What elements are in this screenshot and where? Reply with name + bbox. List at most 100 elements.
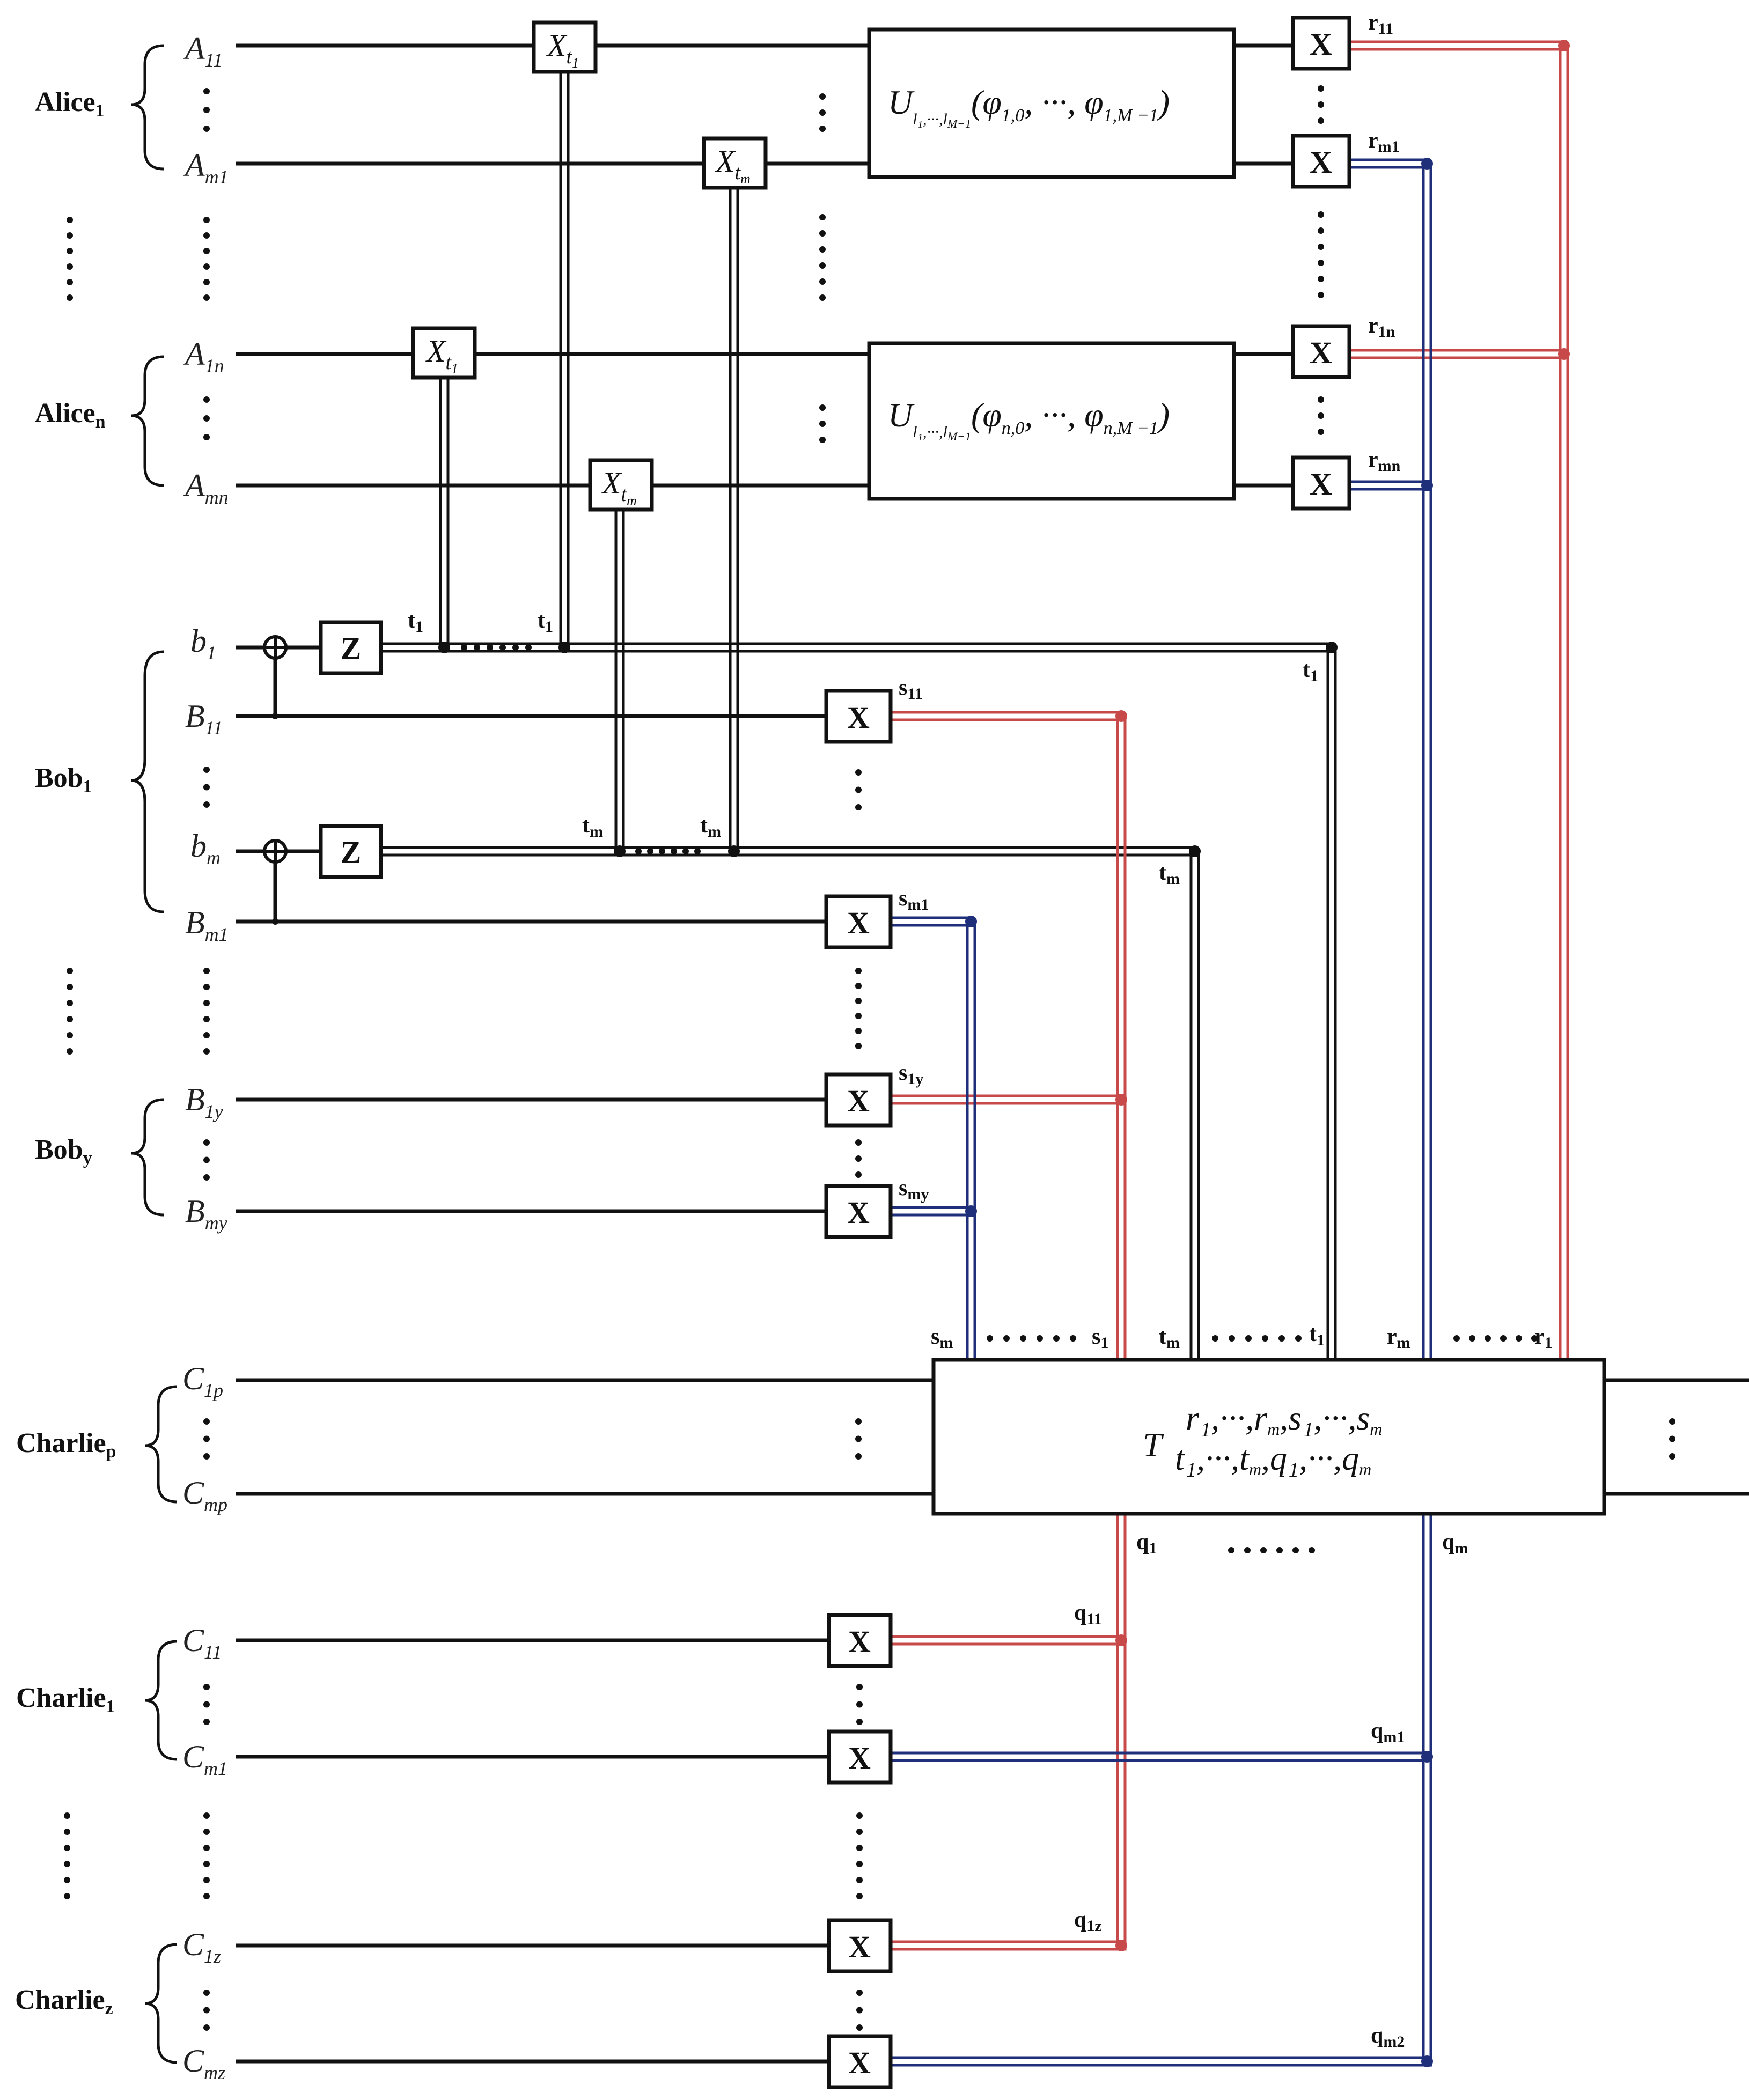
svg-text:X: X <box>848 1624 871 1659</box>
ellipsis-dot <box>203 1435 210 1442</box>
ellipsis-dot <box>1037 1335 1043 1342</box>
brace-icon <box>131 355 164 487</box>
gate-x-rm1 <box>1291 134 1351 189</box>
classical-sm-b <box>891 924 976 1360</box>
ellipsis-dot <box>203 1877 210 1883</box>
ellipsis-dot <box>1318 85 1324 92</box>
junction-dot <box>1558 40 1570 51</box>
ellipsis-dot <box>819 230 826 237</box>
party-boby: Boby <box>35 1134 92 1168</box>
ellipsis-dot <box>819 109 826 116</box>
ellipsis-dot <box>856 1990 863 1996</box>
ellipsis-dot <box>499 644 506 651</box>
cnot1-control-dot <box>272 713 278 719</box>
label-s1y: s1y <box>899 1060 923 1088</box>
label-qm: qm <box>1442 1530 1468 1557</box>
ellipsis-dot <box>1318 396 1324 403</box>
ellipsis-dot <box>64 1829 70 1835</box>
ellipsis-dot <box>855 983 862 989</box>
ellipsis-dot <box>203 1418 210 1425</box>
ellipsis-dot <box>1020 1335 1026 1342</box>
label-t1: t1 <box>1303 658 1318 685</box>
gate-z-label: Z <box>341 835 362 870</box>
ellipsis-dot <box>1260 1547 1267 1553</box>
party-alicen: Alicen <box>35 398 106 432</box>
ellipsis-dot <box>1245 1335 1252 1342</box>
gate-x-q1z <box>827 1918 893 1973</box>
classical-r1-b <box>1349 48 1569 1360</box>
ellipsis-dot <box>203 1845 210 1851</box>
svg-text:X: X <box>847 700 870 735</box>
label-qm2: qm2 <box>1371 2023 1405 2051</box>
ellipsis-dot <box>1318 101 1324 108</box>
junction-dot <box>1115 1094 1127 1106</box>
brace-icon <box>131 650 164 913</box>
junction-dot <box>558 642 570 653</box>
ellipsis-dot <box>1531 1335 1538 1342</box>
junction-dot <box>965 1205 977 1217</box>
ellipsis-dot <box>203 1990 210 1996</box>
ellipsis-dot <box>855 1155 862 1162</box>
ellipsis-dot <box>1318 227 1324 234</box>
junction-dot <box>728 845 740 857</box>
ellipsis-dot <box>474 644 480 651</box>
brace-icon <box>131 44 164 171</box>
ellipsis-dot <box>67 248 73 254</box>
gate-x-s1y <box>824 1072 893 1128</box>
label-q1z: q1z <box>1074 1907 1102 1935</box>
party-labels: Alice1 Alicen Bob1 Boby Charliep Charlie… <box>15 44 178 2064</box>
ellipsis-dot <box>856 2007 863 2014</box>
ellipsis-dot <box>203 1174 210 1181</box>
ellipsis-dot <box>855 1043 862 1049</box>
qubit-C1p: C1p <box>182 1361 223 1401</box>
ellipsis-dot <box>203 1861 210 1867</box>
label-tm: tm <box>1159 1324 1180 1352</box>
label-t1: t1 <box>538 608 553 636</box>
label-sm: sm <box>931 1324 953 1352</box>
ellipsis-dot <box>203 434 210 440</box>
classical-labels: r11 rm1 r1n rmn s11 sm1 s1y smy t1 t1 t1… <box>408 10 1553 2051</box>
qubit-Bmy: Bmy <box>185 1193 227 1234</box>
classical-qm-a <box>891 1514 1425 2059</box>
svg-text:X: X <box>848 1741 871 1775</box>
ellipsis-dot <box>1516 1335 1522 1342</box>
ellipsis-dot <box>1318 260 1324 266</box>
svg-text:Xt1: Xt1 <box>546 28 579 71</box>
unitary-alice1 <box>867 27 1236 179</box>
svg-text:X: X <box>1310 27 1332 62</box>
junction-dot <box>1421 158 1433 170</box>
brace-icon <box>144 1640 178 1761</box>
qubit-Cm1: Cm1 <box>182 1739 227 1779</box>
classical-tm-b <box>381 853 1200 1360</box>
ellipsis-dot <box>1070 1335 1076 1342</box>
cnot2-control-dot <box>272 918 278 925</box>
ellipsis-dot <box>203 1048 210 1055</box>
ellipsis-dot <box>203 2007 210 2014</box>
svg-text:X: X <box>847 1084 870 1118</box>
label-q1: q1 <box>1136 1530 1157 1557</box>
ellipsis-dot <box>1485 1335 1491 1342</box>
classical-q1-b <box>891 1514 1127 1951</box>
label-t1: t1 <box>408 608 423 636</box>
ellipsis-dot <box>203 279 210 285</box>
qubit-b1: b1 <box>190 623 216 664</box>
tensor-T-subscript: t₁,···,tm,q₁,···,qm <box>1175 1439 1371 1479</box>
label-tm: tm <box>582 813 603 841</box>
ellipsis-dot <box>1228 1547 1234 1553</box>
junction-dot <box>614 845 626 857</box>
ellipsis-dot <box>1244 1547 1251 1553</box>
ellipsis-dot <box>512 644 519 651</box>
ellipsis-dot <box>1318 292 1324 298</box>
ellipsis-dot <box>1295 1335 1302 1342</box>
gate-x-tm-alicen: Xtm <box>588 458 654 512</box>
ellipsis-dot <box>1229 1335 1235 1342</box>
ellipsis-dot <box>203 767 210 773</box>
party-alice1: Alice1 <box>35 87 105 121</box>
ellipsis-dot <box>1318 276 1324 282</box>
svg-text:Xtm: Xtm <box>715 144 751 187</box>
ellipsis-dot <box>1318 429 1324 435</box>
ellipsis-dot <box>64 1861 70 1867</box>
ellipsis-dot <box>525 644 532 651</box>
gate-z-b1 <box>319 620 383 675</box>
